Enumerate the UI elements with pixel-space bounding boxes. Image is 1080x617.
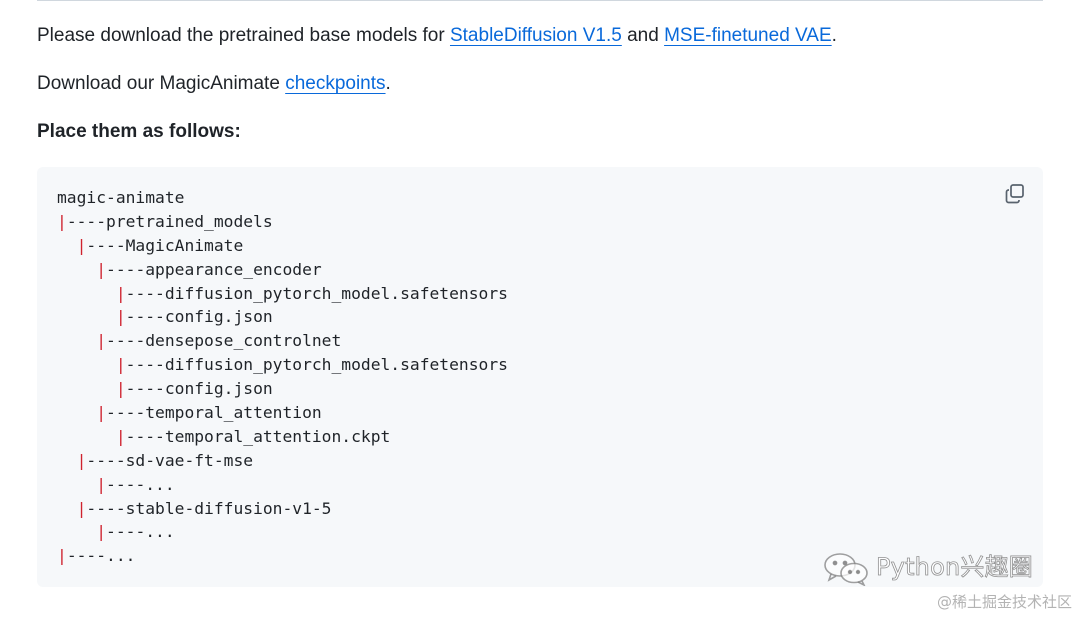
code-indent — [57, 307, 116, 326]
intro-and: and — [621, 25, 665, 46]
tree-pipe: | — [76, 498, 87, 518]
code-line: magic-animate — [57, 186, 508, 210]
code-line: |----MagicAnimate — [57, 234, 508, 258]
tree-pipe: | — [115, 355, 126, 375]
code-text: ----stable-diffusion-v1-5 — [86, 498, 332, 518]
code-line: |----temporal_attention.ckpt — [57, 425, 508, 449]
code-line: |----sd-vae-ft-mse — [57, 449, 508, 473]
code-line: |----pretrained_models — [57, 210, 508, 234]
code-line: |----densepose_controlnet — [57, 329, 508, 353]
stable-diffusion-link[interactable]: StableDiffusion V1.5 — [449, 25, 622, 46]
code-text: ----... — [106, 474, 175, 494]
code-text: ----densepose_controlnet — [106, 331, 342, 351]
code-text: ----config.json — [125, 379, 273, 399]
code-block: magic-animate|----pretrained_models |---… — [37, 167, 1043, 587]
tree-pipe: | — [115, 379, 126, 399]
code-indent — [57, 331, 96, 350]
wechat-logo-icon — [824, 553, 868, 586]
copy-icon — [1005, 184, 1024, 204]
code-indent — [57, 475, 96, 494]
mse-vae-link[interactable]: MSE-finetuned VAE — [664, 25, 832, 46]
tree-pipe: | — [96, 522, 107, 542]
code-line: |----... — [57, 544, 508, 568]
code-lines: magic-animate|----pretrained_models |---… — [57, 186, 508, 568]
code-line: |----stable-diffusion-v1-5 — [57, 497, 508, 521]
tree-pipe: | — [96, 474, 107, 494]
code-line: |----temporal_attention — [57, 401, 508, 425]
download-paragraph: Download our MagicAnimate checkpoints. — [37, 71, 391, 97]
tree-pipe: | — [57, 546, 67, 566]
watermark: Python兴趣圈 — [822, 548, 1052, 588]
code-indent — [57, 284, 116, 303]
intro-suffix: . — [831, 25, 837, 46]
tree-pipe: | — [96, 403, 107, 423]
code-line: |----config.json — [57, 305, 508, 329]
tree-pipe: | — [76, 450, 87, 470]
watermark-text: Python兴趣圈 — [876, 553, 1034, 582]
tree-pipe: | — [115, 426, 126, 446]
tree-pipe: | — [96, 259, 107, 279]
code-line: |----diffusion_pytorch_model.safetensors — [57, 282, 508, 306]
code-indent — [57, 379, 116, 398]
code-line: |----config.json — [57, 377, 508, 401]
tree-pipe: | — [76, 235, 87, 255]
code-text: ----diffusion_pytorch_model.safetensors — [125, 283, 508, 303]
code-text: ----config.json — [125, 307, 273, 327]
credit-text: @稀土掘金技术社区 — [936, 593, 1072, 611]
intro-paragraph: Please download the pretrained base mode… — [37, 23, 837, 49]
code-text: ----temporal_attention — [106, 403, 322, 423]
code-indent — [57, 427, 116, 446]
intro-prefix: Please download the pretrained base mode… — [37, 25, 450, 46]
code-indent — [57, 260, 96, 279]
tree-pipe: | — [115, 307, 126, 327]
section-divider — [37, 0, 1043, 1]
placement-heading: Place them as follows: — [37, 121, 241, 142]
code-indent — [57, 499, 77, 518]
code-text: ----pretrained_models — [66, 211, 273, 231]
code-text: ----sd-vae-ft-mse — [86, 450, 254, 470]
download-prefix: Download our MagicAnimate — [37, 73, 286, 94]
code-line: |----diffusion_pytorch_model.safetensors — [57, 353, 508, 377]
tree-pipe: | — [96, 331, 107, 351]
code-indent — [57, 403, 96, 422]
code-text: ----diffusion_pytorch_model.safetensors — [125, 355, 508, 375]
code-text: ----appearance_encoder — [106, 259, 322, 279]
download-suffix: . — [385, 73, 391, 94]
code-text: ----... — [106, 522, 175, 542]
code-indent — [57, 522, 96, 541]
code-text: ----temporal_attention.ckpt — [125, 426, 391, 446]
tree-pipe: | — [57, 211, 67, 231]
copy-button[interactable] — [1004, 183, 1026, 205]
code-indent — [57, 451, 77, 470]
checkpoints-link[interactable]: checkpoints — [285, 73, 386, 94]
code-indent — [57, 236, 77, 255]
code-text: magic-animate — [57, 188, 185, 207]
code-text: ----... — [66, 546, 136, 566]
code-text: ----MagicAnimate — [86, 235, 244, 255]
code-line: |----... — [57, 520, 508, 544]
code-indent — [57, 355, 116, 374]
code-line: |----appearance_encoder — [57, 258, 508, 282]
code-line: |----... — [57, 473, 508, 497]
tree-pipe: | — [115, 283, 126, 303]
